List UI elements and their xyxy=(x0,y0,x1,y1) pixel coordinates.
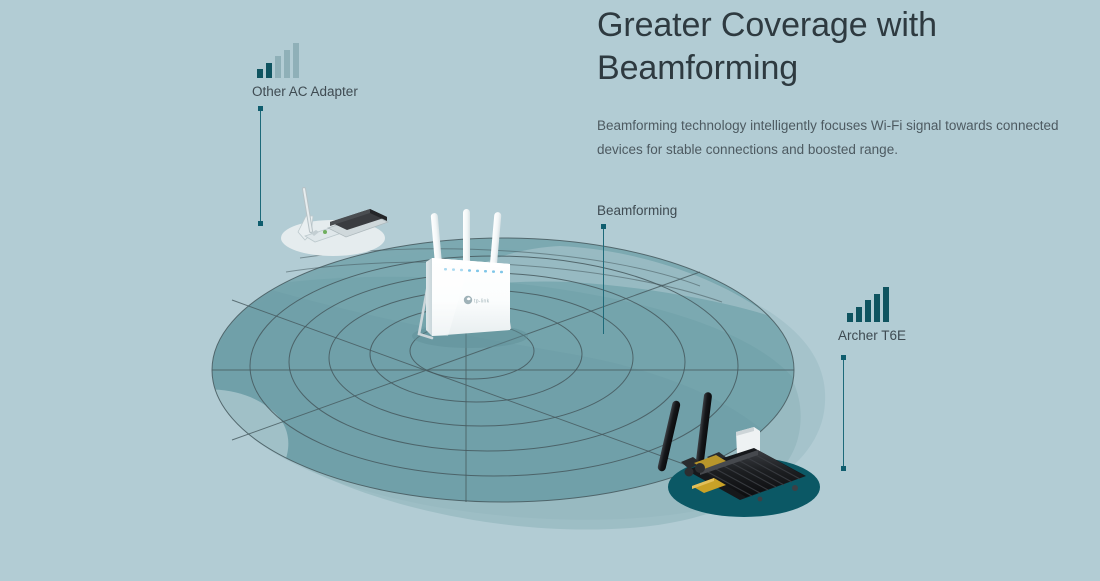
device-archer-t6e xyxy=(657,392,820,517)
signal-bar-5 xyxy=(883,287,889,322)
signal-bar-2 xyxy=(266,62,272,78)
signal-bar-1 xyxy=(257,69,263,78)
page-title: Greater Coverage with Beamforming xyxy=(597,6,937,88)
label-beamforming: Beamforming xyxy=(597,203,678,218)
label-archer-t6e: Archer T6E xyxy=(838,328,907,343)
signal-bar-4 xyxy=(284,49,290,78)
page-description: Beamforming technology intelligently foc… xyxy=(597,118,1059,157)
signal-bar-4 xyxy=(874,293,880,322)
device-router: tp-link xyxy=(412,209,528,348)
svg-text:tp-link: tp-link xyxy=(474,299,490,305)
leader-line-other-ac-adapter xyxy=(258,106,263,226)
router-led-row xyxy=(444,268,503,274)
leader-dot-bottom xyxy=(841,466,846,471)
signal-bars-other-ac-adapter xyxy=(257,42,299,78)
archer-antennas xyxy=(657,392,712,472)
signal-bar-3 xyxy=(275,56,281,78)
leader-dot-top xyxy=(841,355,846,360)
router-antennas xyxy=(430,209,502,270)
signal-bar-3 xyxy=(865,300,871,322)
tplink-logo-icon: tp-link xyxy=(463,295,490,305)
signal-bars-archer-t6e xyxy=(847,286,889,322)
device-other-ac-adapter xyxy=(281,187,390,256)
leader-dot-top xyxy=(258,106,263,111)
leader-dot-top xyxy=(601,224,606,229)
leader-line-beamforming xyxy=(601,224,606,334)
leader-dot-bottom xyxy=(258,221,263,226)
label-other-ac-adapter: Other AC Adapter xyxy=(252,84,358,99)
coverage-area xyxy=(212,238,794,502)
signal-bar-2 xyxy=(856,306,862,322)
signal-bar-5 xyxy=(293,43,299,78)
signal-bar-1 xyxy=(847,313,853,322)
leader-line-archer-t6e xyxy=(841,355,846,471)
copy-block: Greater Coverage with Beamforming Beamfo… xyxy=(597,0,1067,161)
